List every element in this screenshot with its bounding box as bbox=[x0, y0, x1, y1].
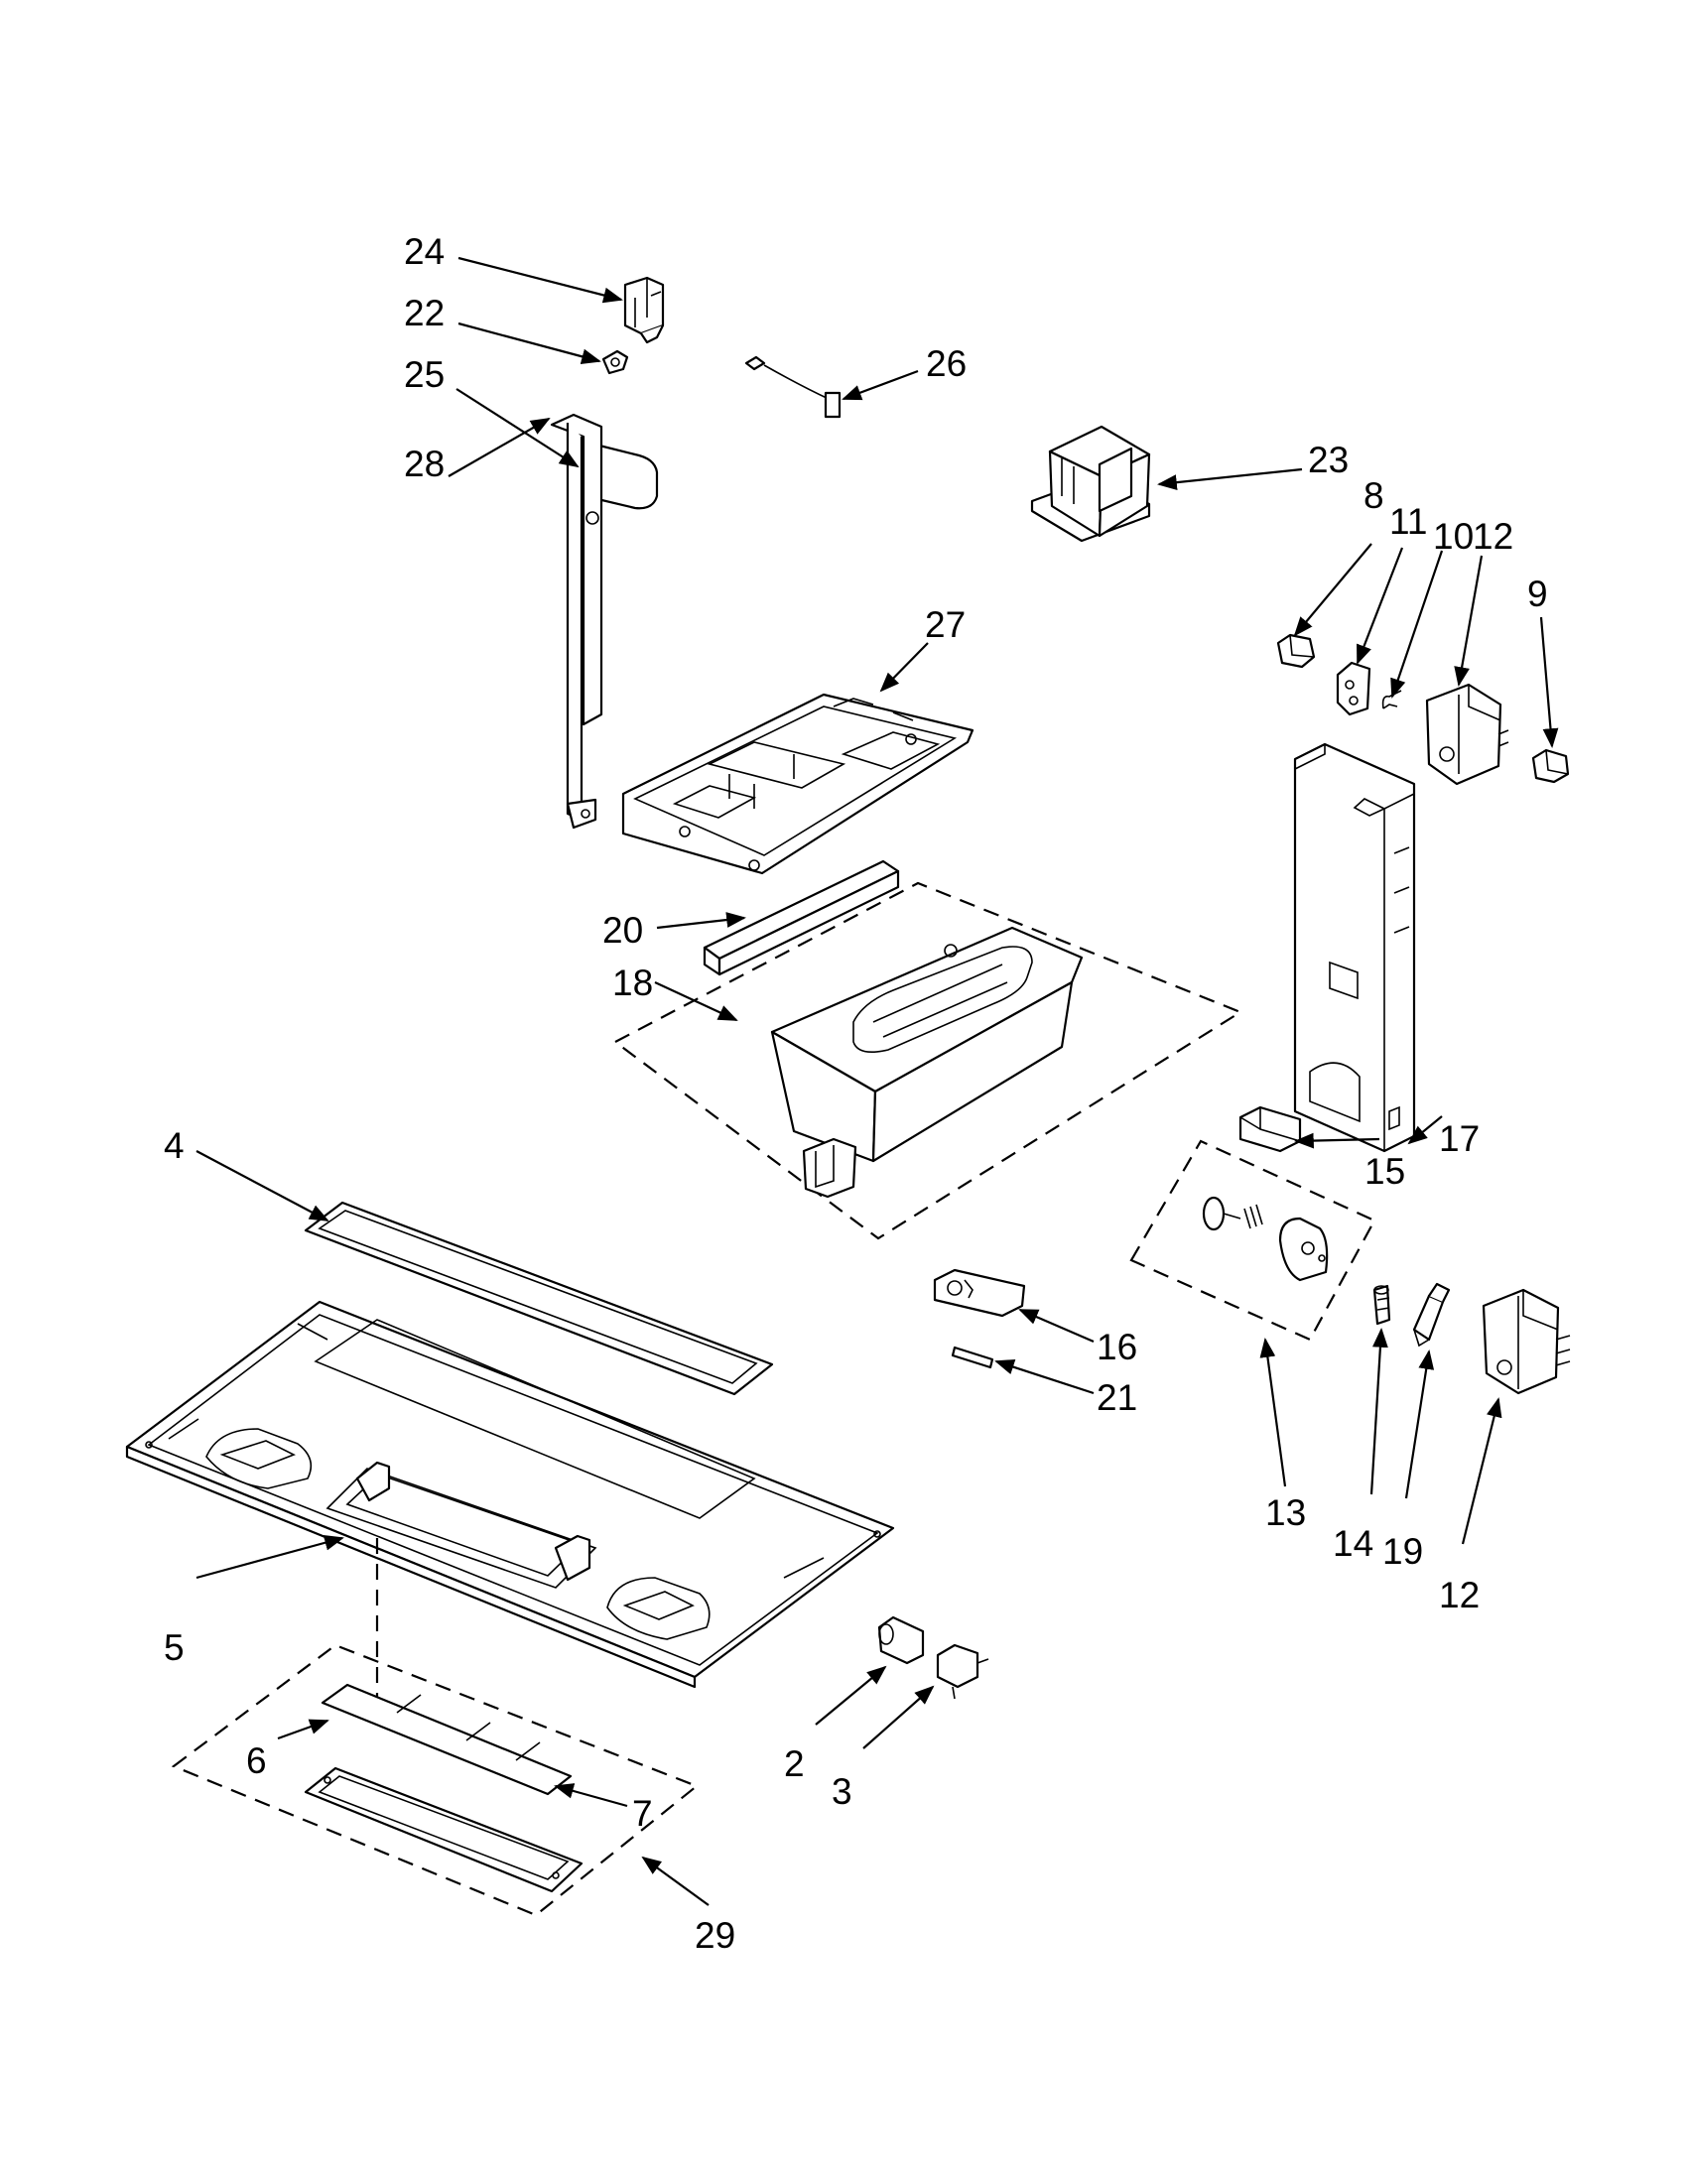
callout-2: 2 bbox=[784, 1743, 805, 1784]
part-14-fitting bbox=[1372, 1284, 1391, 1326]
part-21-fuse bbox=[951, 1346, 994, 1369]
part-5-bottom-panel bbox=[125, 1300, 895, 1689]
callout-28: 28 bbox=[404, 444, 445, 484]
callout-23: 23 bbox=[1308, 440, 1349, 480]
callout-21: 21 bbox=[1097, 1377, 1137, 1418]
callout-14: 14 bbox=[1333, 1523, 1373, 1564]
callout-29: 29 bbox=[695, 1915, 735, 1956]
callout-6: 6 bbox=[246, 1740, 267, 1781]
callout-20: 20 bbox=[602, 910, 643, 951]
callout-22: 22 bbox=[404, 293, 445, 333]
callout-18: 18 bbox=[612, 963, 653, 1003]
part-27-plate bbox=[621, 693, 974, 875]
part-29-light-assembly bbox=[171, 1538, 700, 1917]
leader-lines bbox=[195, 256, 1559, 1906]
callout-4: 4 bbox=[164, 1125, 185, 1166]
part-2-bulb bbox=[877, 1615, 925, 1665]
part-26-wire bbox=[744, 355, 842, 419]
callout-16: 16 bbox=[1097, 1327, 1137, 1367]
part-19-switch bbox=[1412, 1282, 1451, 1348]
callout-8: 8 bbox=[1363, 475, 1384, 516]
callout-27: 27 bbox=[925, 604, 966, 645]
callout-24: 24 bbox=[404, 231, 445, 272]
part-4-filter bbox=[304, 1201, 774, 1396]
callout-5: 5 bbox=[164, 1627, 185, 1668]
callout-26: 26 bbox=[926, 343, 967, 384]
part-23-transformer bbox=[1030, 425, 1151, 543]
part-22-clip bbox=[601, 349, 629, 375]
part-10-spring bbox=[1381, 690, 1402, 709]
part-16-switch bbox=[933, 1268, 1026, 1318]
part-9-actuator bbox=[1531, 748, 1570, 784]
part-17-cover bbox=[1293, 742, 1416, 1153]
callout-17: 17 bbox=[1439, 1118, 1480, 1159]
part-11-latch bbox=[1336, 661, 1371, 716]
callout-7: 7 bbox=[632, 1793, 653, 1834]
callout-12-lower: 12 bbox=[1439, 1575, 1480, 1615]
part-8-actuator bbox=[1276, 633, 1316, 669]
callout-25: 25 bbox=[404, 354, 445, 395]
part-12-switch-holder-lower bbox=[1482, 1288, 1571, 1395]
part-15-box bbox=[1238, 1105, 1302, 1153]
callout-10: 10 bbox=[1433, 516, 1474, 557]
callout-13: 13 bbox=[1265, 1492, 1306, 1533]
part-20-strip bbox=[703, 859, 900, 976]
callout-11: 11 bbox=[1389, 501, 1427, 542]
part-3-socket bbox=[936, 1643, 989, 1700]
callout-3: 3 bbox=[832, 1771, 852, 1812]
part-13-motor-assembly bbox=[1129, 1139, 1376, 1342]
part-18-duct bbox=[612, 881, 1243, 1240]
callout-labels: 24 22 25 28 26 23 8 11 10 12 9 27 20 18 … bbox=[164, 231, 1548, 1956]
callout-19: 19 bbox=[1382, 1531, 1423, 1572]
part-28-bracket bbox=[550, 413, 603, 830]
callout-15: 15 bbox=[1364, 1151, 1405, 1192]
callout-9: 9 bbox=[1527, 574, 1548, 614]
part-12-switch-holder bbox=[1425, 683, 1509, 786]
part-24-bracket bbox=[623, 276, 665, 344]
callout-12-upper: 12 bbox=[1473, 516, 1513, 557]
